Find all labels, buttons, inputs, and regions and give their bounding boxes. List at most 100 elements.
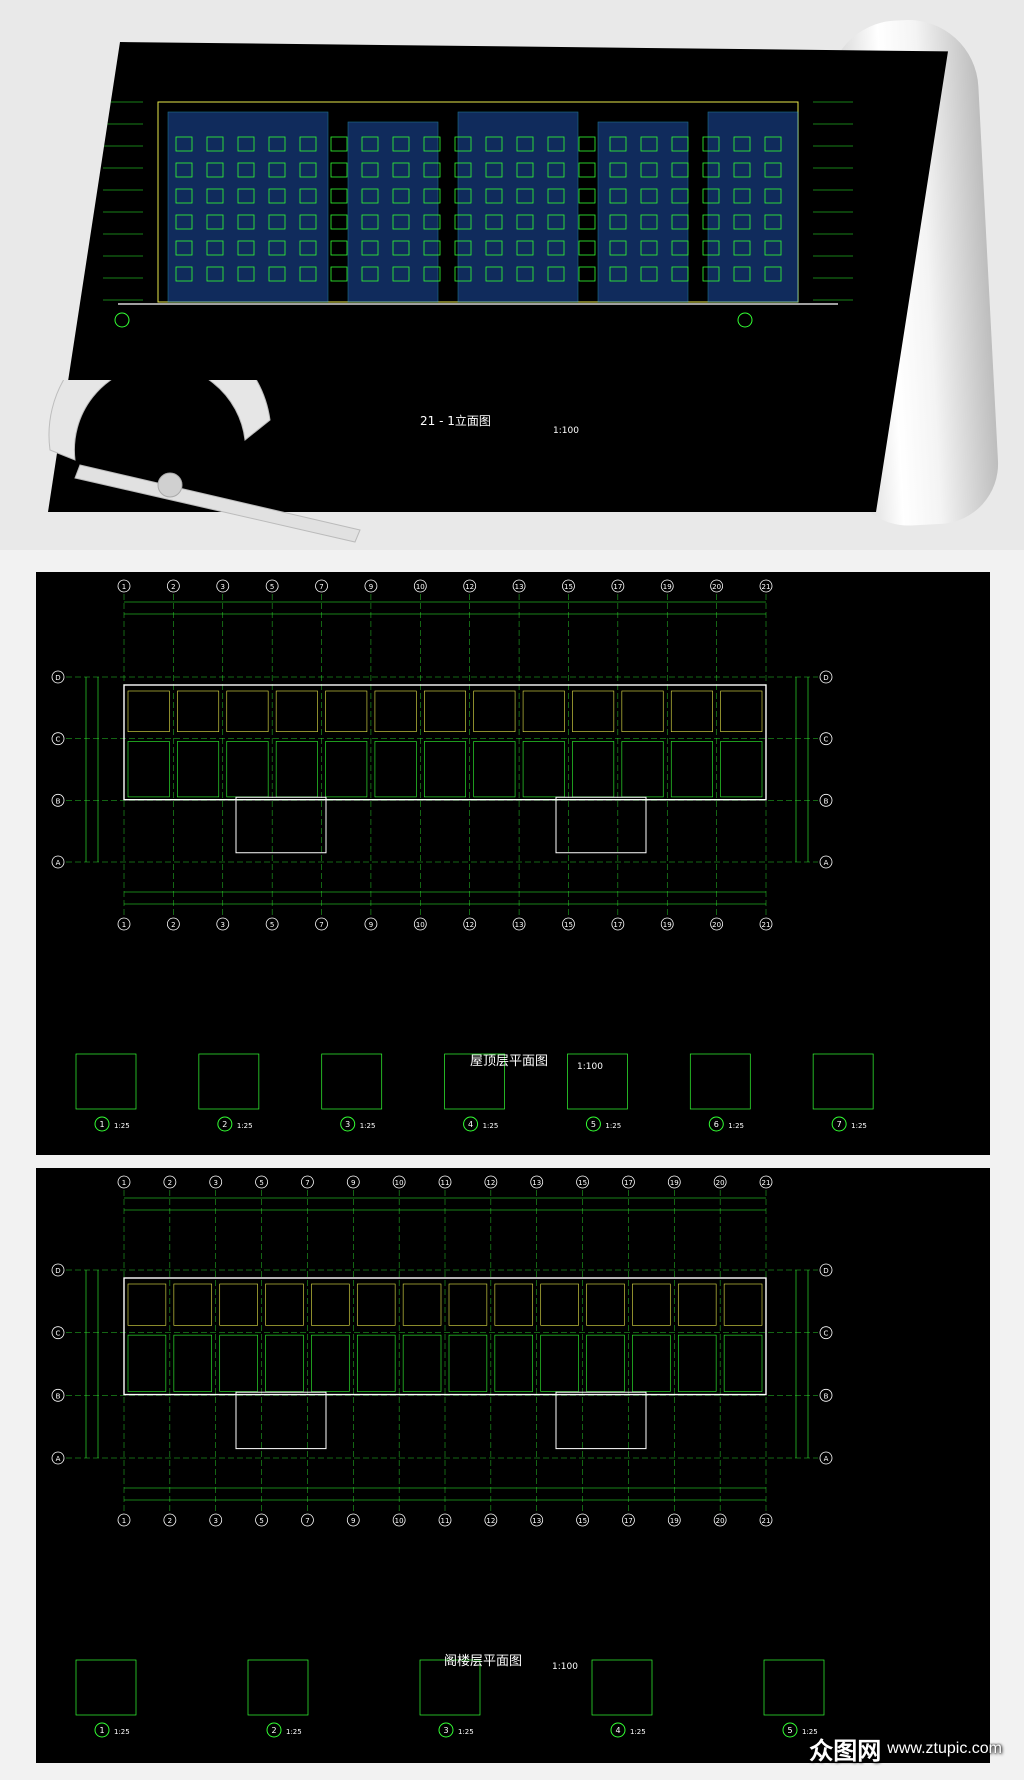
room bbox=[448, 1283, 488, 1326]
elevation-window bbox=[361, 240, 379, 256]
axis-bubble bbox=[438, 1175, 452, 1189]
axis-bubble bbox=[484, 1175, 498, 1189]
axis-bubble bbox=[51, 793, 65, 807]
room bbox=[275, 741, 318, 798]
elevation-window bbox=[578, 214, 596, 230]
axis-label: 3 bbox=[213, 1179, 217, 1187]
axis-bubble bbox=[51, 1388, 65, 1402]
detail-bubble bbox=[217, 1116, 233, 1132]
elevation-window bbox=[299, 136, 317, 152]
axis-label: 1 bbox=[122, 583, 126, 591]
axis-bubble bbox=[819, 1451, 833, 1465]
room bbox=[402, 1283, 442, 1326]
elevation-window bbox=[702, 188, 720, 204]
axis-bubble bbox=[622, 1175, 635, 1189]
elevation-window bbox=[299, 266, 317, 282]
room bbox=[473, 741, 516, 798]
axis-bubble bbox=[438, 1513, 452, 1527]
room bbox=[374, 741, 417, 798]
elevation-window bbox=[485, 240, 503, 256]
axis-label: 15 bbox=[564, 921, 573, 929]
axis-label: 17 bbox=[613, 583, 622, 591]
detail-number: 1 bbox=[99, 1726, 104, 1735]
axis-bubble bbox=[51, 1263, 65, 1277]
detail-scale: 1:25 bbox=[483, 1122, 499, 1130]
elevation-window bbox=[330, 162, 348, 178]
facade-block bbox=[457, 111, 579, 303]
axis-bubble bbox=[265, 579, 279, 593]
axis-bubble bbox=[166, 579, 180, 593]
room bbox=[424, 741, 466, 798]
room bbox=[522, 690, 565, 733]
elevation-window bbox=[237, 162, 255, 178]
elevation-window bbox=[454, 214, 472, 230]
room bbox=[632, 1283, 671, 1326]
room bbox=[572, 741, 615, 798]
detail-drawing bbox=[763, 1659, 825, 1716]
elevation-window bbox=[454, 162, 472, 178]
elevation-window bbox=[547, 188, 565, 204]
axis-bubble bbox=[51, 670, 65, 684]
elevation-window bbox=[609, 266, 627, 282]
elevation-window bbox=[733, 214, 751, 230]
elevation-window bbox=[268, 266, 286, 282]
elevation-window bbox=[547, 240, 565, 256]
elevation-window bbox=[516, 162, 534, 178]
axis-bubble bbox=[819, 1388, 833, 1402]
elevation-window bbox=[578, 266, 596, 282]
elevation-window bbox=[640, 188, 658, 204]
watermark-logo: 众图网 bbox=[809, 1737, 882, 1765]
room bbox=[127, 1283, 167, 1326]
elevation-scale: 1:100 bbox=[553, 426, 579, 436]
elevation-window bbox=[330, 136, 348, 152]
elevation-window bbox=[609, 240, 627, 256]
axis-label: 9 bbox=[351, 1179, 355, 1187]
axis-label: 15 bbox=[578, 1179, 587, 1187]
elevation-window bbox=[640, 214, 658, 230]
axis-bubble bbox=[51, 1451, 65, 1465]
axis-bubble bbox=[660, 917, 674, 931]
elevation-window bbox=[516, 240, 534, 256]
room bbox=[265, 1283, 304, 1326]
room bbox=[173, 1283, 213, 1326]
elevation-window bbox=[671, 136, 689, 152]
axis-bubble bbox=[392, 1175, 406, 1189]
axis-label: 12 bbox=[465, 583, 474, 591]
axis-bubble bbox=[819, 1326, 833, 1340]
detail-number: 2 bbox=[271, 1726, 276, 1735]
axis-label: 10 bbox=[416, 921, 425, 929]
room bbox=[632, 1334, 671, 1392]
elevation-window bbox=[299, 240, 317, 256]
balcony bbox=[555, 1391, 647, 1450]
detail-bubble bbox=[340, 1116, 356, 1132]
axis-label: 17 bbox=[624, 1179, 633, 1187]
axis-label: 3 bbox=[213, 1517, 217, 1525]
elevation-window bbox=[361, 188, 379, 204]
room bbox=[540, 1283, 579, 1326]
roof-plan-drawing: 1122335577991010121213131515171719192020… bbox=[51, 579, 874, 1132]
axis-label: D bbox=[55, 1267, 60, 1275]
axis-label: 21 bbox=[762, 1179, 771, 1187]
detail-scale: 1:25 bbox=[360, 1122, 376, 1130]
elevation-title: 21 - 1立面图 bbox=[420, 414, 491, 428]
room bbox=[720, 690, 763, 733]
axis-label: 13 bbox=[515, 583, 524, 591]
elevation-window bbox=[733, 266, 751, 282]
axis-label: 12 bbox=[486, 1179, 495, 1187]
axis-bubble bbox=[819, 855, 833, 869]
room bbox=[275, 690, 318, 733]
detail-drawing bbox=[812, 1053, 874, 1110]
elevation-window bbox=[485, 136, 503, 152]
axis-label: 7 bbox=[319, 583, 323, 591]
axis-label: 20 bbox=[712, 921, 721, 929]
axis-label: 12 bbox=[465, 921, 474, 929]
attic-plan-drawing: 1122335577991010111112121313151517171919… bbox=[51, 1175, 833, 1738]
axis-bubble bbox=[265, 917, 279, 931]
elevation-window bbox=[640, 240, 658, 256]
detail-drawing bbox=[567, 1053, 628, 1110]
elevation-window bbox=[764, 188, 782, 204]
axis-bubble bbox=[737, 312, 753, 328]
axis-label: 19 bbox=[670, 1179, 679, 1187]
detail-drawing bbox=[689, 1053, 751, 1110]
elevation-window bbox=[640, 136, 658, 152]
